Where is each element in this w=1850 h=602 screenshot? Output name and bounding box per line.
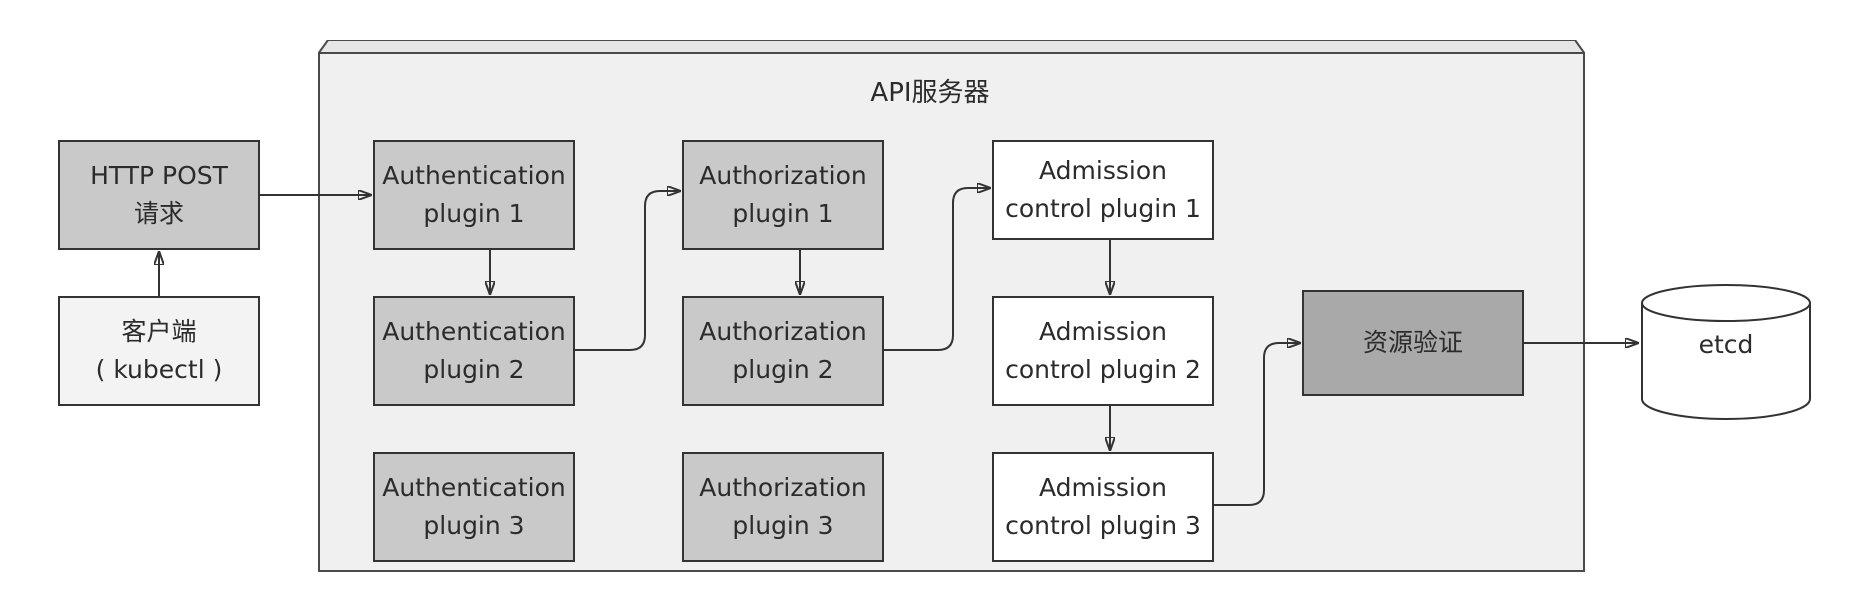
etcd-database-icon — [1641, 284, 1811, 420]
api-server-title: API服务器 — [870, 78, 990, 108]
etcd-label: etcd — [1698, 330, 1754, 359]
authentication-plugin-3-box: Authentication plugin 3 — [373, 452, 575, 562]
admission-control-plugin-2-box: Admission control plugin 2 — [992, 296, 1214, 406]
admission-control-plugin-1-label: Admission control plugin 1 — [1005, 156, 1201, 223]
client-kubectl-label: 客户端 ( kubectl ) — [95, 317, 223, 384]
admission-control-plugin-3-label: Admission control plugin 3 — [1005, 473, 1201, 540]
authentication-plugin-1-label: Authentication plugin 1 — [382, 161, 566, 228]
authorization-plugin-2-box: Authorization plugin 2 — [682, 296, 884, 406]
authorization-plugin-3-label: Authorization plugin 3 — [699, 473, 867, 540]
authentication-plugin-2-box: Authentication plugin 2 — [373, 296, 575, 406]
authorization-plugin-1-label: Authorization plugin 1 — [699, 161, 867, 228]
authentication-plugin-2-label: Authentication plugin 2 — [382, 317, 566, 384]
authorization-plugin-2-label: Authorization plugin 2 — [699, 317, 867, 384]
admission-control-plugin-3-box: Admission control plugin 3 — [992, 452, 1214, 562]
authorization-plugin-3-box: Authorization plugin 3 — [682, 452, 884, 562]
authentication-plugin-3-label: Authentication plugin 3 — [382, 473, 566, 540]
resource-validation-box: 资源验证 — [1302, 290, 1524, 396]
client-kubectl-box: 客户端 ( kubectl ) — [58, 296, 260, 406]
resource-validation-label: 资源验证 — [1362, 328, 1463, 357]
admission-control-plugin-1-box: Admission control plugin 1 — [992, 140, 1214, 240]
authorization-plugin-1-box: Authorization plugin 1 — [682, 140, 884, 250]
api-server-box-top-edge — [318, 40, 1585, 54]
authentication-plugin-1-box: Authentication plugin 1 — [373, 140, 575, 250]
admission-control-plugin-2-label: Admission control plugin 2 — [1005, 317, 1201, 384]
http-post-request-box: HTTP POST 请求 — [58, 140, 260, 250]
http-post-request-label: HTTP POST 请求 — [90, 161, 228, 228]
